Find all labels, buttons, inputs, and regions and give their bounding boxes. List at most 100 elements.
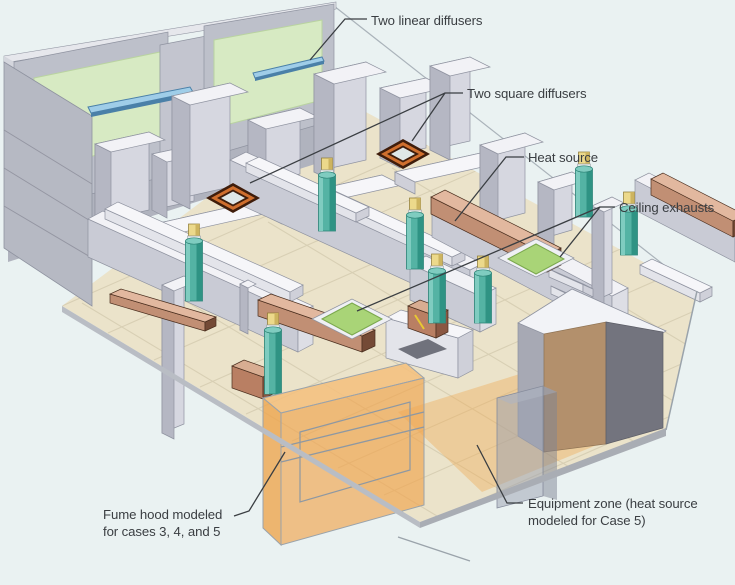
cabinet-dark-face [605,321,664,445]
shelf-box-top [170,82,250,106]
cylinder-highlight [265,330,269,394]
square-diffuser-1-hole [221,191,245,205]
cylinder-cap-shade [438,254,443,266]
cylinder-top [185,237,203,245]
cylinder-top [428,267,446,275]
cylinder-cap-shade [630,192,635,204]
room-front-bottom-edge [397,536,471,562]
fume-hood-sash-line [280,411,425,448]
gas-cylinder [264,312,282,395]
leader-square-diffusers-b [411,92,446,142]
cylinder-cap-shade [416,198,421,210]
cylinder-highlight [576,169,580,217]
square-diffuser-2-hole [391,147,415,161]
label-linear-diffusers: Two linear diffusers [371,13,483,28]
shelf-box-top [104,201,304,293]
leader-linear-diffusers [309,18,367,61]
floor-front-edge [62,306,420,528]
label-fume-hood-line2: for cases 3, 4, and 5 [103,524,221,539]
cylinder-top [318,171,336,179]
cylinder-shade [275,330,281,394]
shelf-box [312,61,388,183]
fume-hood [261,362,426,547]
label-fume-hood: Fume hood modeled for cases 3, 4, and 5 [103,506,222,540]
label-heat-source: Heat source [528,150,599,165]
shelf-box [170,82,250,210]
heater-element [414,314,425,330]
shelf-box [639,258,713,303]
label-square-diffusers: Two square diffusers [467,86,587,101]
cylinder-shade [485,273,491,323]
shelf-box-side [239,283,249,335]
heat-beam-left [108,288,218,332]
cylinder-top [264,326,282,334]
heat-beam-left-top [108,288,218,323]
shelf-box [393,151,507,195]
cylinder-top [620,205,638,213]
leader-ceiling-exhausts-b [356,206,601,312]
cylinder-shade [439,271,445,323]
shelf-box-top [239,279,257,289]
shelf-box [239,279,257,335]
gas-cylinder [185,223,203,302]
shelf-box [479,132,544,235]
shelf-box-top [479,132,544,155]
left-wall-shelf-line [3,205,93,259]
left-wall-shelf-line [3,167,93,223]
leader-equipment-zone [476,444,523,504]
ceiling-exhaust-1 [506,243,566,275]
linear-diffuser-underside [91,92,193,117]
shelf-box-top [639,258,713,294]
label-ceiling-exhausts: Ceiling exhausts [619,200,715,215]
gas-cylinder [406,197,424,270]
shelf-box-side [457,329,474,379]
cylinder-cap-shade [484,256,489,268]
cylinder-shade [417,215,423,269]
cylinder-shade [631,209,637,255]
left-wall-shelf-line [3,129,93,185]
shelf-box-top [312,61,388,85]
ceiling-exhaust-2 [320,302,384,336]
shelf-box [428,56,492,161]
linear-diffuser-2 [252,56,325,79]
cylinder-highlight [429,271,433,323]
cylinder-highlight [186,241,190,301]
label-equipment-zone: Equipment zone (heat source modeled for … [528,495,698,529]
sink-inset [398,339,447,359]
square-diffuser-1 [206,183,260,213]
cylinder-cap-shade [585,152,590,164]
fume-hood-left [262,396,282,547]
shelf-box-top [428,56,492,77]
cylinder-highlight [475,273,479,323]
cylinder-top [406,211,424,219]
cylinder-top [474,269,492,277]
shelf-box [591,196,625,309]
shelf-box-top [93,131,167,153]
label-equipment-zone-line1: Equipment zone (heat source [528,496,698,511]
cylinder-shade [586,169,592,217]
cylinder-shade [196,241,202,301]
shelf-box-side [171,95,191,210]
cylinder-highlight [407,215,411,269]
shelf-box-side [591,205,605,309]
label-fume-hood-line1: Fume hood modeled [103,507,223,522]
gas-cylinder [620,191,638,256]
leader-heat-source [454,156,524,222]
gas-cylinder [428,253,446,324]
cylinder-top [575,165,593,173]
pillar-side [543,386,557,500]
shelf-box-side [429,65,451,161]
cylinder-shade [329,175,335,231]
gas-cylinder [318,157,336,232]
gas-cylinder [474,255,492,324]
gas-cylinder [575,151,593,218]
label-equipment-zone-line2: modeled for Case 5) [528,513,646,528]
floor-right-edge [420,428,666,528]
room-corner-post [665,290,698,431]
cylinder-highlight [621,209,625,255]
fume-hood-inner-frame [299,401,411,503]
linear-diffuser-underside [255,61,324,81]
cylinder-cap-shade [274,313,279,325]
leader-fume-hood [233,451,286,517]
